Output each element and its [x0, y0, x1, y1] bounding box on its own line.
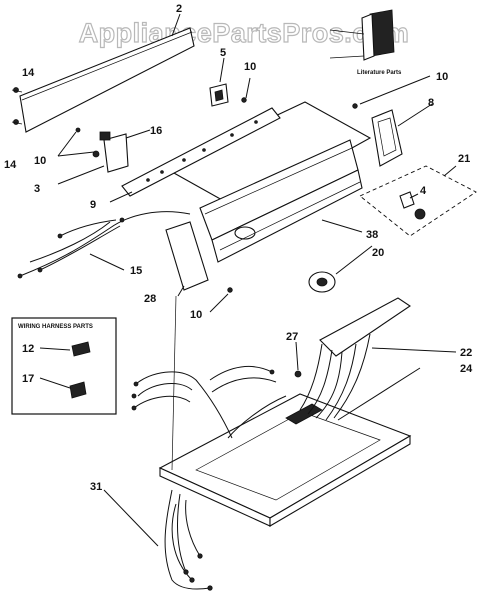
- side-panel-part: [165, 221, 209, 297]
- callout-10b: 10: [436, 71, 448, 83]
- callout-9: 9: [90, 199, 96, 211]
- callout-27: 27: [286, 331, 298, 343]
- wire-harness-part: [17, 211, 191, 279]
- knob-part: [308, 245, 373, 293]
- callout-28: 28: [144, 293, 156, 305]
- literature-label: Literature Parts: [357, 70, 402, 76]
- callout-16: 16: [150, 125, 162, 137]
- callout-10d: 10: [190, 309, 202, 321]
- top-panel-part: [11, 13, 195, 133]
- callout-10a: 10: [244, 61, 256, 73]
- screw-part: [209, 75, 431, 313]
- callout-5: 5: [220, 47, 226, 59]
- internal-harness: [131, 295, 287, 471]
- callout-38: 38: [366, 229, 378, 241]
- callout-12: 12: [22, 343, 34, 355]
- callout-22: 22: [460, 347, 472, 359]
- callout-24: 24: [460, 363, 473, 375]
- control-strip-part: [109, 107, 281, 203]
- callout-15: 15: [130, 265, 142, 277]
- callout-17: 17: [22, 373, 34, 385]
- callout-numbers: 2 5 10 10 8 14 14 16 10 3 9 21 4 38 20 1…: [4, 3, 473, 493]
- switch-part: [57, 127, 151, 185]
- callout-21: 21: [458, 153, 470, 165]
- callout-31: 31: [90, 481, 102, 493]
- part-21-group: [359, 165, 477, 237]
- fastener-27: [294, 341, 302, 378]
- callout-14b: 14: [4, 159, 17, 171]
- watermark-text: AppliancePartsPros.com: [79, 18, 410, 48]
- callout-4: 4: [420, 185, 427, 197]
- literature-booklet: Literature Parts: [329, 9, 402, 76]
- callout-20: 20: [372, 247, 384, 259]
- timer-part: [209, 57, 229, 107]
- duct-part: [299, 297, 457, 421]
- wiring-harness-box: WIRING HARNESS PARTS: [11, 317, 117, 415]
- callout-14a: 14: [22, 67, 35, 79]
- leader-38: [321, 219, 363, 233]
- end-cap-part: [371, 103, 433, 167]
- callout-2: 2: [176, 3, 182, 15]
- callout-10c: 10: [34, 155, 46, 167]
- callout-8: 8: [428, 97, 434, 109]
- wiring-box-title: WIRING HARNESS PARTS: [18, 324, 93, 330]
- callout-3: 3: [34, 183, 40, 195]
- bottom-harness-part: [103, 489, 213, 591]
- console-part: [163, 101, 372, 263]
- top-cover-part: [158, 367, 421, 527]
